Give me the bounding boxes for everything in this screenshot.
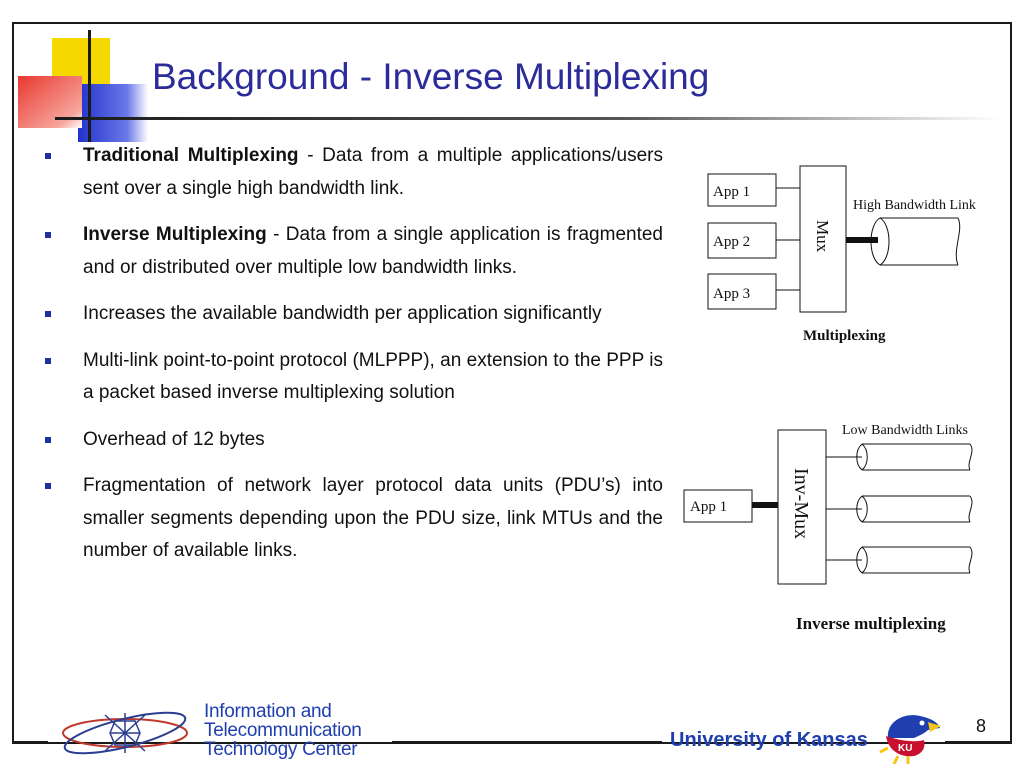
page-number: 8 (976, 716, 987, 736)
slide-frame (12, 22, 1012, 744)
bullet-square-icon (45, 232, 51, 238)
bullet-bold-term: Inverse Multiplexing (83, 224, 267, 245)
bullet-text: - Data from a single application is frag… (83, 224, 663, 278)
bullet-text: - Data from a multiple applications/user… (83, 145, 663, 199)
footer-rule-left (12, 741, 48, 743)
bullet-square-icon (45, 311, 51, 317)
itc-line: Technology Center (204, 739, 358, 760)
university-name: University of Kansas (670, 729, 868, 751)
bullet-list: Traditional Multiplexing - Data from a m… (45, 140, 663, 582)
itc-line: Information and (204, 701, 332, 722)
itc-logo-icon (62, 711, 188, 755)
jayhawk-logo-icon: KU (879, 715, 941, 764)
itc-logo-text: Information and Telecommunication Techno… (204, 702, 362, 759)
bullet-item: Fragmentation of network layer protocol … (45, 470, 663, 568)
bullet-text: Multi-link point-to-point protocol (MLPP… (83, 349, 663, 404)
bullet-item: Traditional Multiplexing - Data from a m… (45, 140, 663, 205)
bullet-square-icon (45, 357, 51, 364)
footer-rule-right (945, 741, 1012, 743)
slide-title: Background - Inverse Multiplexing (152, 56, 710, 97)
bullet-square-icon (45, 436, 51, 443)
bullet-item: Increases the available bandwidth per ap… (45, 298, 663, 331)
ku-logo-text: KU (898, 743, 912, 754)
bullet-square-icon (45, 153, 51, 159)
red-square (18, 76, 82, 128)
bullet-square-icon (45, 483, 51, 489)
bullet-text: Fragmentation of network layer protocol … (83, 475, 663, 561)
bullet-item: Inverse Multiplexing - Data from a singl… (45, 219, 663, 284)
bullet-text: Increases the available bandwidth per ap… (83, 303, 602, 324)
bullet-text: Overhead of 12 bytes (83, 428, 265, 450)
footer-rule-middle (392, 741, 662, 743)
corner-decoration (18, 30, 158, 150)
vertical-line (88, 30, 91, 142)
title-underline (55, 117, 1000, 120)
bullet-item: Overhead of 12 bytes (45, 424, 663, 457)
itc-line: Telecommunication (204, 720, 362, 741)
bullet-item: Multi-link point-to-point protocol (MLPP… (45, 345, 663, 410)
bullet-bold-term: Traditional Multiplexing (83, 145, 299, 166)
